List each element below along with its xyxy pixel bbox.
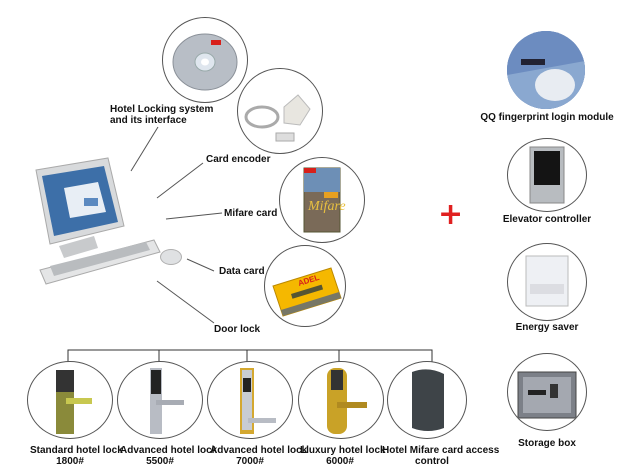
data-card-icon: ADEL xyxy=(272,267,342,317)
label-lock-2-name: Advanced hotel lock xyxy=(120,445,218,456)
luxury-lock-icon xyxy=(327,368,367,434)
advanced-lock-7000-icon xyxy=(240,368,276,434)
label-software: Hotel Locking system and its interface xyxy=(110,104,213,126)
fingerprint-module-icon xyxy=(507,31,585,109)
connector-datacard xyxy=(186,258,215,272)
label-lock-4-model: 6000# xyxy=(326,456,354,467)
mouse-icon xyxy=(160,249,182,265)
label-software-line2: and its interface xyxy=(110,115,187,126)
safe-box-icon xyxy=(517,371,577,419)
module-elevator xyxy=(507,138,587,212)
label-lock-1: Standard hotel lock 1800# xyxy=(30,445,123,467)
component-mifare-card: Mifare xyxy=(279,157,365,243)
label-lock-4-name: Lluxury hotel lock xyxy=(300,445,386,456)
label-data-card: Data card xyxy=(219,266,265,277)
module-energy-saver xyxy=(507,243,587,321)
label-lock-3-name: Advanced hotel lock xyxy=(210,445,308,456)
label-lock-2: Advanced hotel lock 5500# xyxy=(120,445,218,467)
label-lock-2-model: 5500# xyxy=(146,456,174,467)
label-mifare-card: Mifare card xyxy=(224,208,278,219)
advanced-lock-5500-icon xyxy=(150,368,184,434)
label-fingerprint: QQ fingerprint login module xyxy=(480,112,614,123)
connector-software xyxy=(130,126,159,172)
component-card-encoder xyxy=(237,68,323,154)
lock-access-control xyxy=(387,361,467,439)
lock-advanced-5500 xyxy=(117,361,203,439)
label-storage-box: Storage box xyxy=(518,438,576,449)
standard-lock-icon xyxy=(56,370,92,434)
label-software-line1: Hotel Locking system xyxy=(110,104,214,115)
computer xyxy=(14,148,164,288)
module-fingerprint xyxy=(507,31,585,109)
label-energy-saver: Energy saver xyxy=(515,322,579,333)
connector-encoder xyxy=(156,162,204,199)
energy-saver-icon xyxy=(525,255,569,307)
software-cd-icon xyxy=(172,33,238,91)
label-door-lock: Door lock xyxy=(214,324,261,335)
computer-icon xyxy=(35,157,161,285)
component-software xyxy=(162,17,248,103)
mifare-card-text: Mifare xyxy=(307,199,346,214)
lock-luxury-6000 xyxy=(298,361,384,439)
label-lock-1-model: 1800# xyxy=(56,456,84,467)
card-encoder-icon xyxy=(244,94,311,142)
lock-advanced-7000 xyxy=(207,361,293,439)
elevator-controller-icon xyxy=(529,146,565,204)
component-data-card: ADEL xyxy=(264,245,346,327)
lock-bus xyxy=(67,349,433,362)
label-elevator: Elevator controller xyxy=(502,214,592,225)
label-card-encoder: Card encoder xyxy=(206,154,271,165)
connector-mifare xyxy=(165,212,223,220)
module-storage-box xyxy=(507,353,587,431)
label-lock-5-name: Hotel Mifare card access xyxy=(382,445,500,456)
access-control-reader-icon xyxy=(412,369,444,431)
label-lock-4: Lluxury hotel lock 6000# xyxy=(300,445,386,467)
label-lock-3-model: 7000# xyxy=(236,456,264,467)
plus-icon: + xyxy=(438,197,464,232)
connector-doorlock xyxy=(156,280,215,324)
label-lock-5: Hotel Mifare card access control xyxy=(382,445,500,467)
label-lock-1-name: Standard hotel lock xyxy=(30,445,123,456)
mifare-card-icon: Mifare xyxy=(303,167,346,233)
lock-standard xyxy=(27,361,113,439)
label-lock-5-model: control xyxy=(415,456,449,467)
label-lock-3: Advanced hotel lock 7000# xyxy=(210,445,308,467)
